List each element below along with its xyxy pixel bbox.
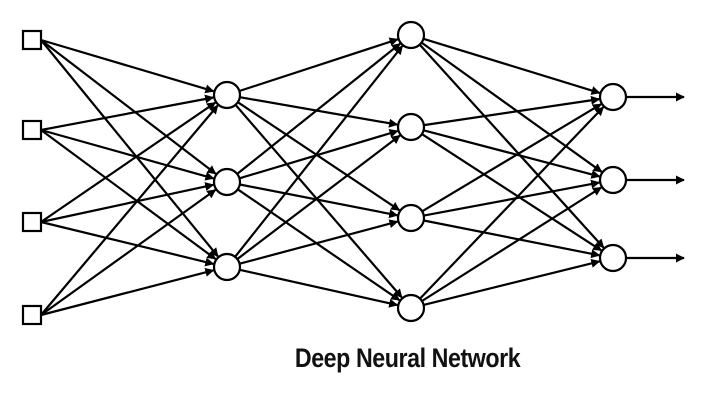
edge-l2-n2-to-l3-n2 bbox=[239, 129, 399, 180]
edge-l1-n1-to-l2-n3 bbox=[40, 39, 219, 258]
edge-l2-n1-to-l3-n1 bbox=[239, 37, 399, 93]
edge-l1-n4-to-l2-n3 bbox=[40, 267, 215, 317]
edge-l2-n1-to-l3-n3 bbox=[237, 101, 401, 212]
hidden-2-node-2 bbox=[396, 112, 426, 142]
edge-l3-n2-to-l4-n2 bbox=[423, 129, 601, 179]
edge-l1-n4-to-l2-n2 bbox=[40, 189, 217, 316]
edge-l1-n3-to-l2-n1 bbox=[40, 101, 217, 223]
edge-l2-n2-to-l3-n4 bbox=[237, 188, 401, 302]
edge-l2-n2-to-l3-n3 bbox=[239, 183, 399, 219]
edge-l3-n4-to-l4-n1 bbox=[419, 106, 605, 300]
edge-l2-n3-to-l3-n2 bbox=[236, 134, 401, 260]
hidden-2-node-4 bbox=[396, 293, 426, 323]
hidden-1-node-3 bbox=[212, 252, 242, 282]
hidden-2-node-3 bbox=[396, 203, 426, 233]
edge-l3-n4-to-l4-n3 bbox=[423, 258, 601, 306]
input-node-4 bbox=[21, 304, 43, 326]
edge-l3-n1-to-l4-n1 bbox=[423, 37, 601, 95]
diagram-caption: Deep Neural Network bbox=[294, 343, 521, 373]
input-node-2 bbox=[21, 119, 43, 141]
edge-l1-n3-to-l2-n3 bbox=[40, 220, 215, 267]
input-node-3 bbox=[21, 211, 43, 233]
edge-l1-n2-to-l2-n3 bbox=[40, 129, 217, 260]
hidden-1-node-2 bbox=[212, 167, 242, 197]
edge-l1-n2-to-l2-n1 bbox=[40, 94, 215, 132]
edge-l2-n3-to-l3-n3 bbox=[239, 219, 399, 265]
output-node-3 bbox=[598, 243, 628, 273]
hidden-2-node-1 bbox=[396, 20, 426, 50]
edge-l3-n3-to-l4-n1 bbox=[421, 103, 602, 213]
edge-l3-n2-to-l4-n3 bbox=[421, 133, 603, 252]
edge-l3-n4-to-l4-n2 bbox=[421, 186, 602, 302]
edge-l2-n1-to-l3-n2 bbox=[239, 96, 399, 128]
edge-l3-n3-to-l4-n2 bbox=[423, 179, 601, 217]
edge-l2-n1-to-l3-n4 bbox=[234, 104, 403, 299]
edge-l3-n2-to-l4-n1 bbox=[423, 95, 601, 127]
connection-edges bbox=[40, 37, 605, 317]
edge-l1-n2-to-l2-n2 bbox=[40, 128, 215, 181]
edge-l2-n2-to-l3-n1 bbox=[236, 42, 401, 175]
edge-l1-n1-to-l2-n2 bbox=[40, 39, 217, 175]
hidden-1-node-1 bbox=[212, 80, 242, 110]
edge-l3-n3-to-l4-n3 bbox=[423, 219, 601, 259]
output-node-1 bbox=[598, 82, 628, 112]
edge-l2-n3-to-l3-n1 bbox=[234, 45, 404, 258]
edge-l1-n1-to-l2-n1 bbox=[40, 38, 215, 94]
network-nodes bbox=[21, 20, 628, 326]
edge-l2-n3-to-l3-n4 bbox=[239, 268, 399, 308]
edge-l3-n1-to-l4-n2 bbox=[420, 41, 603, 173]
output-node-2 bbox=[598, 165, 628, 195]
input-node-1 bbox=[21, 29, 43, 51]
edge-l1-n4-to-l2-n1 bbox=[40, 104, 219, 316]
output-arrows bbox=[626, 92, 685, 263]
edge-l3-n1-to-l4-n3 bbox=[418, 43, 605, 249]
edge-l1-n3-to-l2-n2 bbox=[40, 182, 215, 224]
